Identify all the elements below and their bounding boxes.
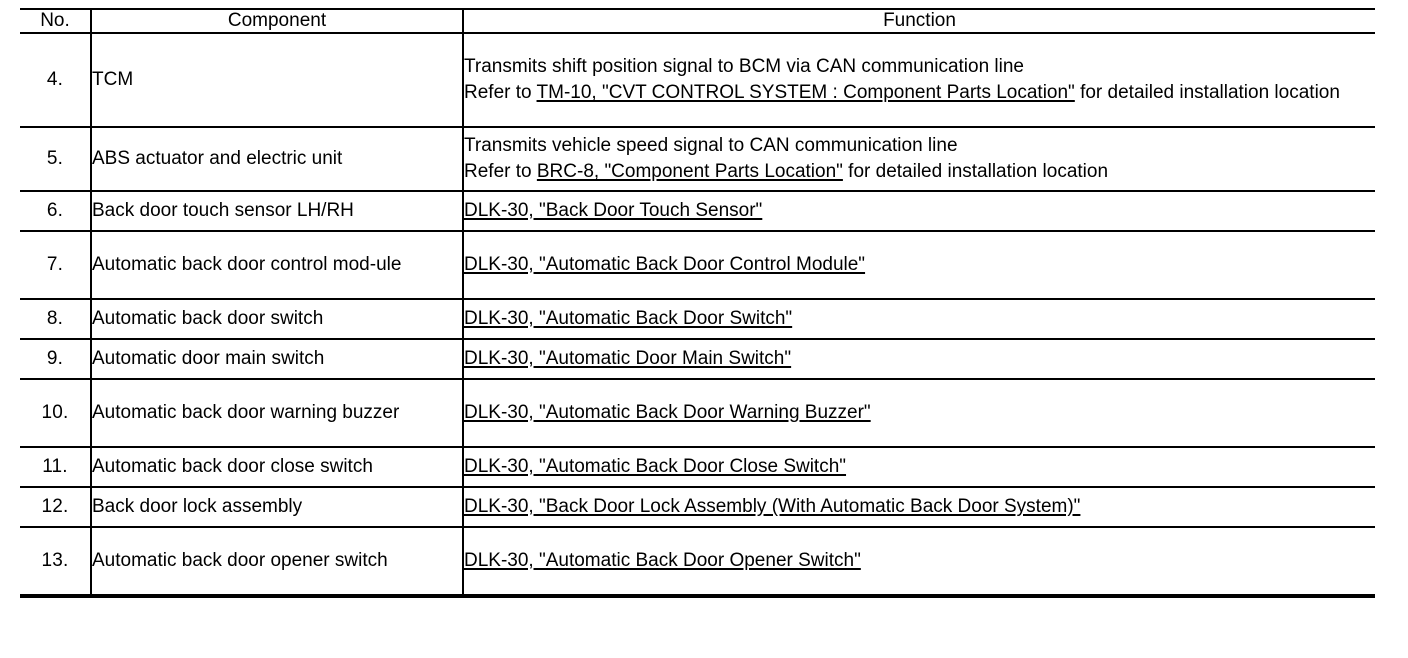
function-line: DLK-30, "Automatic Door Main Switch" [464,346,1375,372]
function-line: DLK-30, "Back Door Lock Assembly (With A… [464,494,1375,520]
cell-no: 6. [20,190,92,232]
function-text-suffix: for detailed installation location [1074,82,1340,103]
cross-reference-link[interactable]: DLK-30, "Back Door Touch Sensor" [464,199,763,221]
function-line: DLK-30, "Automatic Back Door Close Switc… [464,454,1375,480]
cell-no: 13. [20,526,92,598]
cell-no: 9. [20,338,92,380]
cell-function: DLK-30, "Automatic Back Door Close Switc… [463,446,1375,488]
column-header-component: Component [91,8,464,34]
function-line: Transmits shift position signal to BCM v… [464,54,1375,80]
function-text-suffix: for detailed installation location [842,161,1109,182]
cell-component: Automatic door main switch [91,338,464,380]
cell-no: 12. [20,486,92,528]
cell-function: DLK-30, "Automatic Back Door Control Mod… [463,230,1375,300]
function-line: DLK-30, "Automatic Back Door Opener Swit… [464,548,1375,574]
cross-reference-link[interactable]: DLK-30, "Back Door Lock Assembly (With A… [464,495,1081,517]
cell-component: Automatic back door opener switch [91,526,464,598]
cell-no: 7. [20,230,92,300]
cell-component: Automatic back door control mod-​ule [91,230,464,300]
cross-reference-link[interactable]: DLK-30, "Automatic Back Door Opener Swit… [464,549,861,571]
cell-function: DLK-30, "Back Door Lock Assembly (With A… [463,486,1375,528]
cross-reference-link[interactable]: DLK-30, "Automatic Back Door Warning Buz… [464,401,871,423]
function-line: DLK-30, "Automatic Back Door Switch" [464,306,1375,332]
function-text: Transmits shift position signal to BCM v… [464,55,1024,77]
function-text: Transmits vehicle speed signal to CAN co… [464,134,958,156]
cell-function: DLK-30, "Back Door Touch Sensor" [463,190,1375,232]
cell-component: ABS actuator and electric unit [91,126,464,192]
cell-component: Automatic back door close switch [91,446,464,488]
cell-no: 8. [20,298,92,340]
column-header-no: No. [20,8,92,34]
cell-function: Transmits shift position signal to BCM v… [463,32,1375,128]
table-header: No. Component Function [20,8,1375,34]
function-line: Refer to TM-10, "CVT CONTROL SYSTEM : Co… [464,80,1375,106]
cross-reference-link[interactable]: DLK-30, "Automatic Door Main Switch" [464,347,792,369]
cell-component: Back door touch sensor LH/RH [91,190,464,232]
function-text-prefix: Refer to [464,82,537,103]
cell-function: Transmits vehicle speed signal to CAN co… [463,126,1375,192]
table-header-row: No. Component Function [20,8,1375,34]
cell-no: 11. [20,446,92,488]
function-line: Refer to BRC-8, "Component Parts Locatio… [464,159,1375,185]
cell-component: Back door lock assembly [91,486,464,528]
cross-reference-link[interactable]: DLK-30, "Automatic Back Door Close Switc… [464,455,847,477]
function-line: DLK-30, "Automatic Back Door Control Mod… [464,252,1375,278]
cross-reference-link[interactable]: TM-10, "CVT CONTROL SYSTEM : Component P… [536,82,1075,103]
cell-function: DLK-30, "Automatic Door Main Switch" [463,338,1375,380]
cell-component: TCM [91,32,464,128]
function-text-prefix: Refer to [464,161,537,182]
cross-reference-link[interactable]: DLK-30, "Automatic Back Door Switch" [464,307,793,329]
cell-no: 10. [20,378,92,448]
cell-component: Automatic back door switch [91,298,464,340]
cross-reference-link[interactable]: DLK-30, "Automatic Back Door Control Mod… [464,253,866,275]
cell-function: DLK-30, "Automatic Back Door Switch" [463,298,1375,340]
cell-function: DLK-30, "Automatic Back Door Warning Buz… [463,378,1375,448]
cell-no: 4. [20,32,92,128]
cell-component: Automatic back door warning buzzer [91,378,464,448]
column-header-function: Function [463,8,1375,34]
cell-no: 5. [20,126,92,192]
cross-reference-link[interactable]: BRC-8, "Component Parts Location" [536,161,843,182]
function-line: DLK-30, "Back Door Touch Sensor" [464,198,1375,224]
cell-function: DLK-30, "Automatic Back Door Opener Swit… [463,526,1375,598]
function-line: Transmits vehicle speed signal to CAN co… [464,133,1375,159]
function-line: DLK-30, "Automatic Back Door Warning Buz… [464,400,1375,426]
